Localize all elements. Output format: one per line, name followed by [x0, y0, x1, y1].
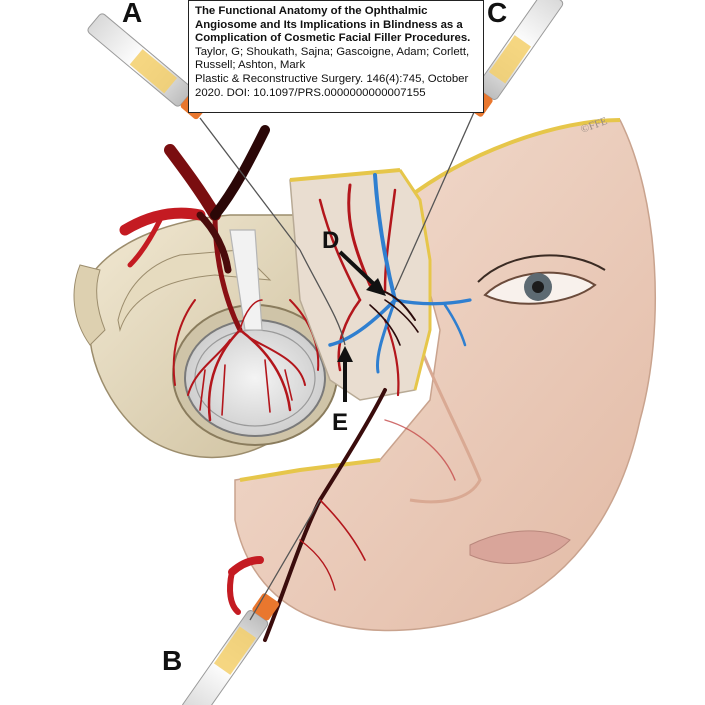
citation-box: The Functional Anatomy of the Ophthalmic…: [188, 0, 484, 113]
label-d: D: [322, 227, 339, 254]
label-c: C: [487, 0, 507, 28]
citation-authors: Taylor, G; Shoukath, Sajna; Gascoigne, A…: [195, 45, 470, 72]
label-e: E: [332, 409, 348, 436]
forehead-window: [289, 168, 472, 401]
label-b: B: [162, 645, 182, 676]
face-skin: [234, 118, 657, 632]
arrow-e: [337, 346, 353, 402]
syringe-b: [181, 499, 321, 705]
arrow-d: [338, 250, 386, 296]
carotid-branches: [119, 125, 270, 274]
citation-title: The Functional Anatomy of the Ophthalmic…: [195, 5, 471, 45]
right-eye: [477, 254, 606, 305]
citation-journal: Plastic & Reconstructive Surgery. 146(4)…: [195, 72, 469, 99]
label-a: A: [122, 0, 142, 28]
